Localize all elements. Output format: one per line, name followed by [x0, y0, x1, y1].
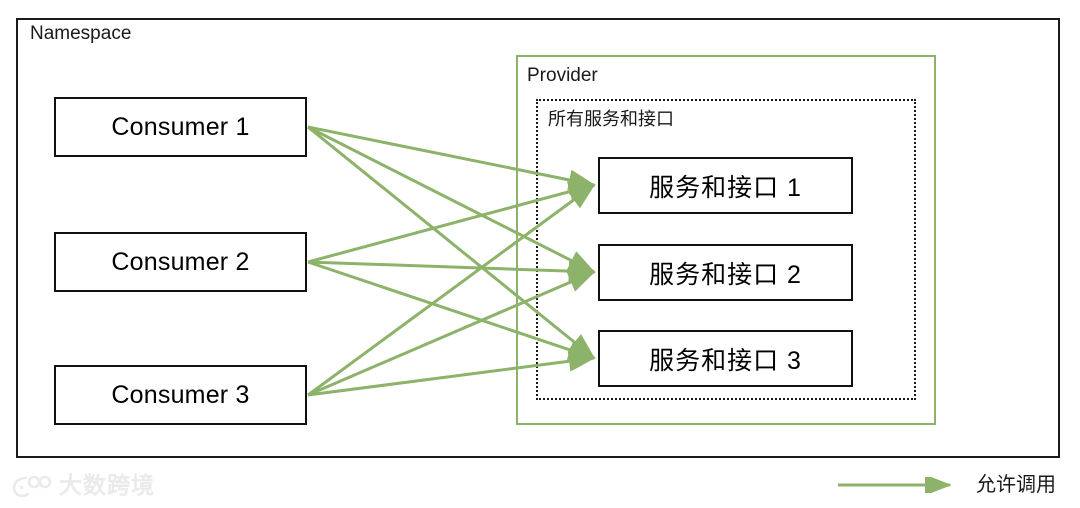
consumer-3-node[interactable]: Consumer 3 [54, 365, 307, 425]
namespace-label: Namespace [30, 23, 132, 44]
legend: 允许调用 [838, 470, 1068, 500]
namespace-container [16, 18, 1060, 458]
consumer-2-node[interactable]: Consumer 2 [54, 232, 307, 292]
consumer-1-node[interactable]: Consumer 1 [54, 97, 307, 157]
service-2-node[interactable]: 服务和接口 2 [598, 244, 853, 301]
consumer-3-label: Consumer 3 [111, 380, 250, 409]
service-3-label: 服务和接口 3 [649, 346, 802, 375]
brand-logo-icon [12, 475, 52, 498]
arrow-right-icon [838, 477, 952, 493]
watermark-text: 大数跨境 [59, 472, 155, 499]
consumer-2-label: Consumer 2 [111, 247, 250, 276]
service-1-label: 服务和接口 1 [649, 173, 802, 202]
service-3-node[interactable]: 服务和接口 3 [598, 330, 853, 387]
consumer-1-label: Consumer 1 [111, 112, 250, 141]
watermark: 大数跨境 [12, 470, 155, 502]
service-1-node[interactable]: 服务和接口 1 [598, 157, 853, 214]
provider-label: Provider [527, 65, 598, 86]
service-2-label: 服务和接口 2 [649, 260, 802, 289]
all-services-group-label: 所有服务和接口 [548, 109, 674, 129]
legend-label: 允许调用 [976, 474, 1056, 496]
